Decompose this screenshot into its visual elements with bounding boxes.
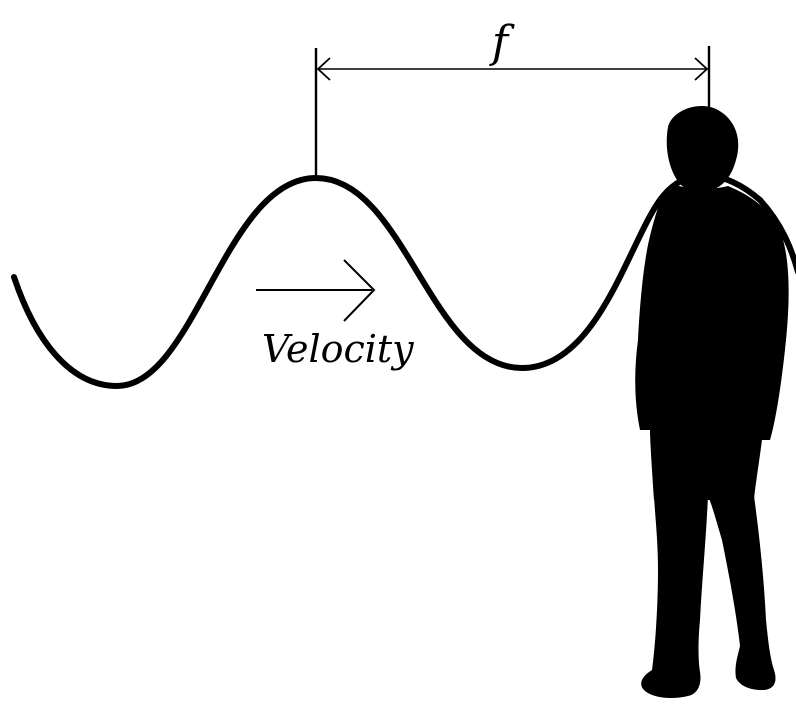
velocity-indicator: Velocity xyxy=(256,260,414,371)
wavelength-label: f xyxy=(489,17,515,68)
person-silhouette-icon xyxy=(635,106,788,698)
wavelength-dimension: f xyxy=(316,17,709,178)
velocity-label: Velocity xyxy=(262,327,414,371)
